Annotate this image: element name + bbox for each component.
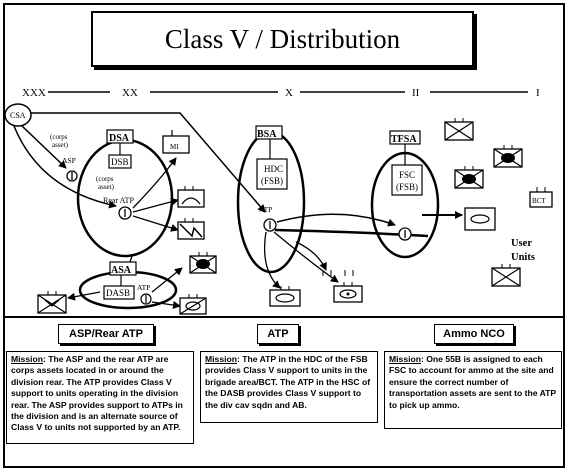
csa-node (4, 103, 32, 127)
asa-to-unit-e-arrow (67, 291, 101, 301)
unit-icon-b (177, 218, 205, 240)
unit-icon-d (179, 294, 207, 315)
atp-to-fsc-heavy-line (274, 228, 429, 238)
rear-atp-label: Rear ATP (103, 196, 134, 205)
mission-label: Mission (205, 354, 237, 364)
atp-heading: ATP (257, 324, 299, 344)
unit-icon-g (333, 282, 363, 303)
mi-label: MI (170, 143, 179, 151)
corps-asset-2: (corps (96, 175, 114, 183)
echelon-i: I (536, 87, 540, 99)
mission-label: Mission (389, 354, 421, 364)
section-divider (4, 316, 564, 318)
user-units-label-2: Units (511, 252, 535, 263)
fsb-label-1: (FSB) (261, 176, 283, 186)
hdc-label: HDC (264, 164, 283, 174)
mission-text: : The ASP and the rear ATP are corps ass… (11, 354, 183, 433)
user-unit-icon-2 (493, 145, 523, 168)
user-unit-icon-1 (444, 118, 474, 141)
atp-to-unit-f-arrow (263, 231, 281, 289)
unit-icon-c (189, 252, 217, 274)
csa-to-asp-arrow (21, 125, 67, 169)
unit-icon-e (37, 291, 67, 314)
csa-to-bsa-arrow (31, 112, 266, 213)
unit-icon-a (177, 186, 205, 208)
atp-to-unit-g-arrow (273, 231, 339, 283)
bct-label: BCT (532, 197, 546, 205)
asa-box (109, 261, 137, 276)
diagram-frame (3, 3, 565, 468)
fsc-box (391, 164, 423, 196)
user-unit-icon-5 (491, 264, 521, 287)
bsa-area (236, 130, 306, 274)
dsb-label: DSB (111, 157, 129, 167)
asa-to-unit-c-arrow (151, 267, 183, 293)
mi-unit-icon (162, 135, 190, 154)
asa-to-unit-d-arrow (151, 301, 181, 309)
atp-asa-label: ATP (137, 283, 150, 292)
mission-label: Mission (11, 354, 43, 364)
unit-icon-f (269, 286, 301, 307)
echelon-ii: II (412, 87, 420, 99)
fsc-label: FSC (399, 170, 415, 180)
dasb-box (103, 285, 135, 300)
atp-mission: Mission: The ATP in the HDC of the FSB p… (200, 351, 378, 423)
dasb-label: DASB (106, 288, 130, 298)
corps-asset-label: (corps (50, 133, 68, 141)
mission-text: : The ATP in the HDC of the FSB provides… (205, 354, 371, 410)
ammo-nco-mission: Mission: One 55B is assigned to each FSC… (384, 351, 562, 429)
page-title: Class V / Distribution (91, 11, 474, 67)
asp-rear-atp-mission: Mission: The ASP and the rear ATP are co… (6, 351, 194, 444)
csa-to-rear-atp-arrow (13, 125, 117, 209)
csa-label: CSA (10, 111, 26, 120)
ammo-nco-heading: Ammo NCO (434, 324, 514, 344)
hdc-box (256, 158, 288, 190)
bsa-label: BSA (257, 129, 277, 140)
rear-atp-to-mi-arrow (132, 157, 177, 209)
atp-to-unit-h-arrow (295, 241, 327, 271)
bct-icon: BCT (529, 187, 553, 208)
atp-to-fsc-arrow (276, 213, 396, 227)
dsa-label: DSA (109, 133, 130, 144)
corps-asset-label-b: asset) (52, 141, 69, 149)
echelon-xxx: XXX (22, 87, 46, 99)
user-units-label-1: User (511, 238, 532, 249)
asp-label: ASP (62, 156, 76, 165)
echelon-x: X (285, 87, 293, 99)
dsa-to-asa-link (129, 255, 133, 263)
atp-bsa-label: ATP (259, 205, 272, 214)
unit-echelon-marks-h (322, 270, 354, 276)
rear-atp-to-unit-b-arrow (132, 215, 179, 232)
user-unit-icon-3 (454, 166, 484, 189)
corps-asset-2b: asset) (98, 183, 115, 191)
mission-text: : One 55B is assigned to each FSC to acc… (389, 354, 556, 410)
rear-atp-to-unit-a-arrow (132, 197, 179, 213)
user-unit-icon-4 (464, 207, 496, 231)
echelon-xx: XX (122, 87, 138, 99)
asp-rear-atp-heading: ASP/Rear ATP (58, 324, 154, 344)
asa-label: ASA (111, 265, 132, 276)
bsa-box (255, 125, 283, 140)
fsb-label-2: (FSB) (396, 182, 418, 192)
tfsa-label: TFSA (391, 134, 417, 145)
